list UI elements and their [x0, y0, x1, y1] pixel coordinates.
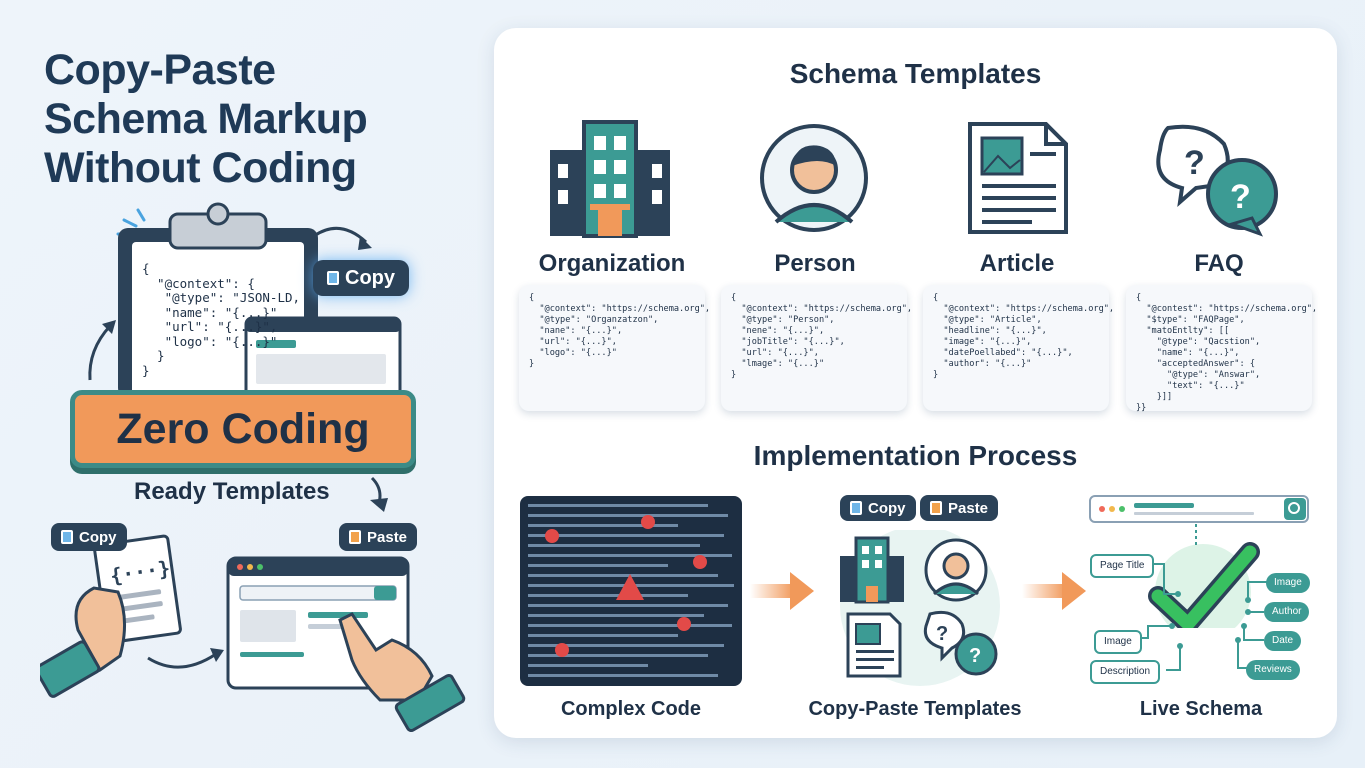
step-label-live-schema: Live Schema	[1139, 698, 1263, 720]
article-icon	[846, 612, 902, 678]
building-icon	[840, 536, 904, 604]
schema-node-page-title: Page Title	[1090, 554, 1155, 578]
schema-node-description: Description	[1090, 660, 1161, 684]
copy-label: Copy	[868, 499, 906, 517]
copy-button-small[interactable]: Copy	[51, 523, 127, 551]
complex-code-lines	[528, 504, 734, 677]
paste-label: Paste	[367, 528, 408, 546]
schema-tag-date: Date	[1264, 631, 1302, 651]
process-arrow-1	[750, 572, 814, 610]
clipboard-code: { "@context": { "@type": "JSON-LD, "name…	[142, 261, 301, 378]
paste-label: Paste	[948, 499, 989, 517]
faq-icon: ? ?	[923, 610, 998, 676]
person-icon	[760, 124, 868, 232]
live-schema-graphic	[1089, 495, 1309, 628]
svg-text:?: ?	[936, 623, 948, 645]
svg-text:?: ?	[1230, 178, 1251, 216]
left-illustration	[40, 202, 466, 733]
headline-line-1: Copy-Paste	[44, 46, 276, 94]
zero-coding-badge: Zero Coding	[70, 390, 416, 468]
copy-label: Copy	[345, 266, 395, 289]
implementation-process-title: Implementation Process	[753, 440, 1078, 471]
schema-tag-reviews: Reviews	[1246, 660, 1300, 680]
code-snippet: { "@context": "https://schema.org", "@ty…	[731, 293, 913, 380]
svg-text:?: ?	[1184, 144, 1205, 182]
svg-text:?: ?	[969, 645, 981, 667]
process-paste-button[interactable]: Paste	[920, 495, 999, 521]
article-icon	[968, 122, 1068, 234]
person-icon	[924, 538, 988, 602]
paste-icon	[930, 501, 942, 515]
copy-button[interactable]: Copy	[313, 260, 409, 296]
schema-tag-author: Author	[1264, 602, 1310, 622]
process-arrow-2	[1022, 572, 1086, 610]
template-card-person[interactable]: { "@context": "https://schema.org", "@ty…	[721, 285, 913, 411]
card-title-organization: Organization	[538, 250, 686, 277]
step-label-complex-code: Complex Code	[560, 698, 702, 720]
template-card-article[interactable]: { "@context": "https://schema.org", "@ty…	[923, 285, 1115, 411]
card-title-faq: FAQ	[1194, 250, 1244, 277]
template-icons: ? ?	[550, 120, 1278, 238]
schema-tag-image: Image	[1266, 573, 1310, 593]
schema-node-image-left: Image	[1094, 630, 1142, 654]
template-card-faq[interactable]: { "@contest": "https://schema.org", "$ty…	[1126, 285, 1317, 413]
copy-icon	[327, 271, 339, 285]
complex-code-block	[520, 496, 742, 686]
copy-label: Copy	[79, 528, 117, 546]
paste-button[interactable]: Paste	[339, 523, 418, 551]
code-snippet: { "@contest": "https://schema.org", "$ty…	[1136, 293, 1318, 413]
headline-line-3: Without Coding	[44, 144, 357, 192]
faq-icon: ? ?	[1156, 124, 1278, 237]
building-icon	[550, 120, 670, 238]
template-card-organization[interactable]: { "@context": "https://schema.org", "@ty…	[519, 285, 711, 411]
paste-icon	[349, 530, 361, 544]
templates-mini-icons: ? ?	[840, 530, 1000, 686]
step-label-copy-paste-templates: Copy-Paste Templates	[808, 698, 1022, 720]
code-snippet: { "@context": "https://schema.org", "@ty…	[933, 293, 1115, 380]
copy-icon	[61, 530, 73, 544]
process-copy-button[interactable]: Copy	[840, 495, 916, 521]
card-title-person: Person	[774, 250, 856, 277]
ready-templates-label: Ready Templates	[134, 478, 330, 505]
copy-icon	[850, 501, 862, 515]
schema-templates-title: Schema Templates	[789, 58, 1042, 89]
page-headline: Copy-Paste Schema Markup Without Coding	[44, 46, 464, 193]
warning-icon	[545, 515, 707, 657]
headline-line-2: Schema Markup	[44, 95, 368, 143]
code-snippet: { "@context": "https://schema.org", "@ty…	[529, 293, 711, 369]
card-title-article: Article	[979, 250, 1055, 277]
